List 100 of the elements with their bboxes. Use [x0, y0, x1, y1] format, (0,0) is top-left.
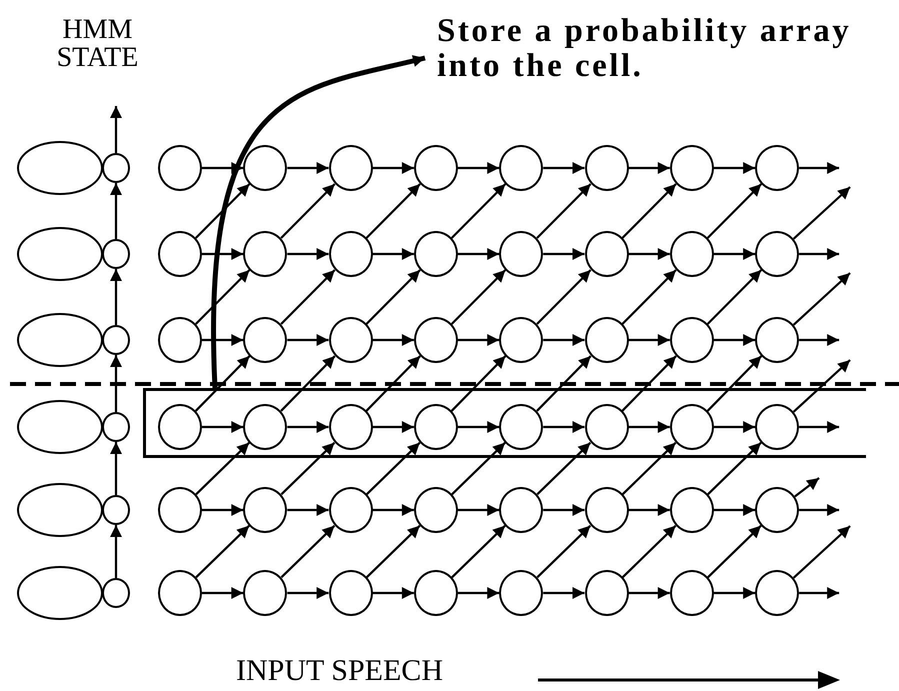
arrow — [202, 248, 244, 260]
arrow — [287, 248, 329, 260]
lattice-cell — [243, 231, 288, 277]
lattice-cell — [670, 487, 714, 533]
arrow — [280, 355, 336, 412]
lattice-cell — [584, 317, 628, 363]
arrow — [287, 587, 329, 599]
lattice-cell — [414, 317, 458, 363]
lattice-cell — [243, 145, 288, 191]
arrow — [628, 421, 670, 433]
arrow — [372, 587, 414, 599]
arrow — [621, 355, 677, 412]
arrow — [714, 162, 756, 174]
state-circle — [102, 239, 130, 269]
lattice-cell — [328, 487, 373, 533]
lattice-cell — [755, 317, 800, 363]
arrow — [794, 477, 820, 498]
arrow — [536, 269, 592, 325]
lattice-cell — [499, 404, 544, 450]
arrow — [799, 587, 840, 599]
lattice-cell — [414, 145, 458, 191]
arrow — [110, 269, 122, 325]
arrow — [202, 587, 244, 599]
arrow — [792, 359, 851, 413]
arrow — [458, 421, 500, 433]
arrow — [543, 504, 584, 516]
arrow — [536, 183, 592, 239]
lattice-cell — [584, 570, 628, 616]
lattice-cell — [243, 404, 288, 450]
annotation-text: Store a probability array into the cell. — [437, 14, 862, 84]
lattice-cell — [243, 570, 288, 616]
lattice-cell — [158, 487, 202, 533]
lattice-cell — [414, 404, 458, 450]
arrow — [194, 355, 250, 412]
arrow — [536, 442, 592, 496]
lattice-cell — [414, 570, 458, 616]
arrow — [799, 504, 840, 516]
arrow — [543, 334, 584, 346]
arrow — [451, 524, 506, 578]
arrow — [622, 269, 677, 325]
arrow — [628, 248, 670, 260]
lattice-cell — [243, 317, 288, 363]
arrow — [458, 587, 500, 599]
state-circle — [102, 325, 130, 355]
lattice-cell — [670, 404, 714, 450]
arrow — [543, 162, 584, 174]
arrow — [366, 183, 421, 239]
arrow — [202, 162, 244, 174]
arrow — [366, 269, 421, 325]
arrow — [195, 269, 250, 325]
arrow — [287, 421, 329, 433]
lattice-cell — [584, 231, 628, 277]
lattice-cell — [670, 317, 714, 363]
arrow — [195, 524, 250, 578]
arrow — [451, 442, 506, 496]
lattice-cell — [328, 317, 373, 363]
arrow — [458, 248, 500, 260]
state-circle — [102, 412, 130, 442]
lattice-cell — [670, 145, 714, 191]
lattice-cell — [755, 404, 800, 450]
lattice-cell — [584, 404, 628, 450]
arrow — [792, 272, 851, 326]
arrow — [799, 334, 840, 346]
arrow — [202, 504, 244, 516]
lattice-cell — [158, 231, 202, 277]
arrow — [450, 269, 506, 325]
lattice-cell — [584, 145, 628, 191]
arrow — [706, 183, 762, 239]
arrow — [628, 334, 670, 346]
lattice-cell — [755, 570, 800, 616]
arrow — [280, 183, 336, 239]
arrow — [372, 334, 414, 346]
state-circle — [102, 153, 130, 183]
lattice-cell — [158, 145, 202, 191]
arrow — [622, 183, 677, 239]
arrow — [110, 525, 122, 578]
arrow — [714, 421, 756, 433]
lattice-cell — [328, 145, 373, 191]
arrow — [714, 334, 756, 346]
arrow — [714, 248, 756, 260]
arrow — [536, 355, 592, 412]
arrow — [458, 334, 500, 346]
lattice-cell — [328, 231, 373, 277]
arrow — [280, 524, 336, 578]
arrow — [110, 355, 122, 412]
arrow — [110, 106, 122, 153]
lattice-cell — [499, 231, 544, 277]
lattice-cell — [755, 231, 800, 277]
arrow — [450, 355, 506, 412]
arrow — [458, 504, 500, 516]
lattice-cell — [414, 231, 458, 277]
lattice-cell — [328, 570, 373, 616]
arrow — [280, 442, 336, 496]
lattice-cell — [158, 317, 202, 363]
lattice-cell — [755, 487, 800, 533]
arrow — [366, 524, 421, 578]
axis-label: HMM STATE — [56, 16, 140, 72]
arrow — [792, 525, 851, 579]
arrow — [202, 421, 244, 433]
arrow — [280, 269, 336, 325]
